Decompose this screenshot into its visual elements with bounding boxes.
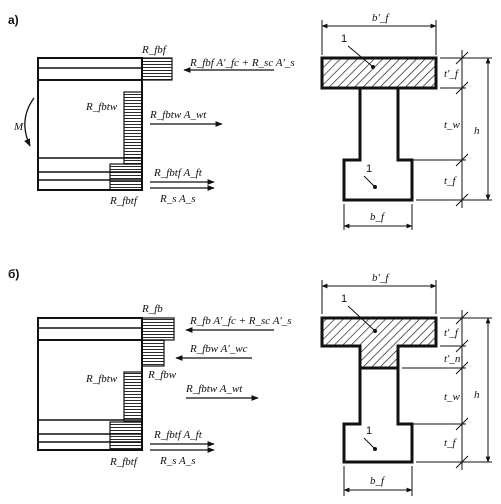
force-label-bottom-b: R_fbtf A_ft xyxy=(153,429,203,441)
dim-bottom-width: b_f xyxy=(370,211,386,223)
force-label-web-tens-b: R_fbtw A_wt xyxy=(185,383,243,395)
stress-label-web-comp-b: R_fbw xyxy=(147,369,177,381)
panel-a-stress-blocks xyxy=(109,57,173,191)
dim-web: t_w xyxy=(444,119,461,131)
panel-b-section: b'_f b_f t'_f t'_n t_w t_f h 1 1 xyxy=(320,272,492,496)
svg-text:M: M xyxy=(13,121,24,133)
marker-top-b: 1 xyxy=(341,293,347,305)
marker-bottom: 1 xyxy=(366,163,372,175)
dim-height-b: h xyxy=(474,389,480,401)
dim-top-flange: t'_f xyxy=(444,68,460,80)
force-label-web: R_fbtw A_wt xyxy=(149,109,207,121)
stress-label-bottom: R_fbtf xyxy=(109,195,139,207)
stress-label-web: R_fbtw xyxy=(85,101,118,113)
dim-top-width-b: b'_f xyxy=(372,272,390,284)
dim-bottom-flange-b: t_f xyxy=(444,437,458,449)
force-label-steel: R_s A_s xyxy=(159,193,196,205)
marker-top: 1 xyxy=(341,33,347,45)
panel-a-section: b'_f b_f t'_f t_w t_f h 1 1 xyxy=(320,12,492,230)
stress-label-top-b: R_fb xyxy=(141,303,163,315)
panel-a: а) M R_fbf R_fbtw R_fbtf R_fbf A'_fc + R… xyxy=(8,13,295,207)
panel-b-label: б) xyxy=(8,267,19,281)
marker-bottom-b: 1 xyxy=(366,425,372,437)
dim-web-b: t_w xyxy=(444,391,461,403)
force-label-steel-b: R_s A_s xyxy=(159,455,196,467)
force-label-top: R_fbf A'_fc + R_sc A'_s xyxy=(189,57,295,69)
dim-bottom-width-b: b_f xyxy=(370,475,386,487)
panel-b: б) R_fb R_fbw R_fbtw R_fbtf R_fb A'_fc +… xyxy=(8,267,292,468)
dim-neutral-b: t'_n xyxy=(444,353,461,365)
dim-top-flange-b: t'_f xyxy=(444,327,460,339)
force-label-web-comp-b: R_fbw A'_wc xyxy=(189,343,248,355)
panel-a-label: а) xyxy=(8,13,19,27)
dim-top-width: b'_f xyxy=(372,12,390,24)
dim-height: h xyxy=(474,125,480,137)
dim-bottom-flange: t_f xyxy=(444,175,458,187)
moment-arrow: M xyxy=(13,97,35,147)
stress-label-top: R_fbf xyxy=(141,44,168,56)
panel-b-stress-blocks xyxy=(109,317,175,451)
force-label-top-b: R_fb A'_fc + R_sc A'_s xyxy=(189,315,292,327)
stress-label-bottom-b: R_fbtf xyxy=(109,456,139,468)
force-label-bottom: R_fbtf A_ft xyxy=(153,167,203,179)
stress-label-web-tens-b: R_fbtw xyxy=(85,373,118,385)
